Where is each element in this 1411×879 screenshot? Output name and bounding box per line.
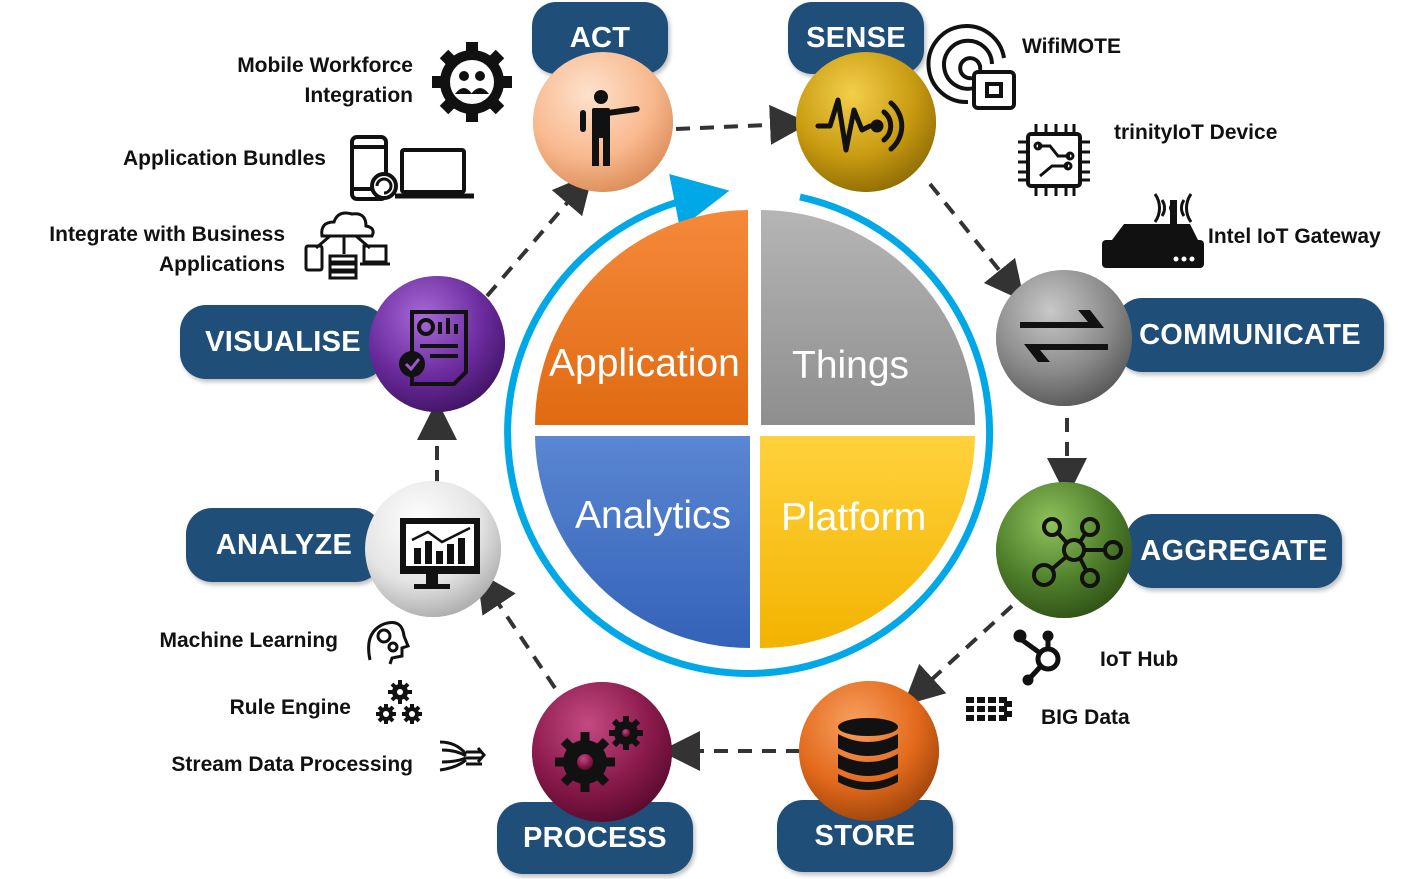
wifimote-icon [926,24,1016,110]
connector-aggregate-store [903,604,1014,706]
team-gear-icon [432,42,512,122]
rule-engine-gears-icon [376,680,422,724]
connector-sense-communicate [928,182,1025,302]
label-mobile-line1: Mobile Workforce [237,54,413,77]
label-stream-data-processing: Stream Data Processing [171,753,413,776]
router-icon [1102,193,1204,268]
stage-pill-analyze: ANALYZE [186,508,382,582]
label-integrate-business: Integrate with Business Applications [20,220,285,280]
quadrant-label-application: Application [549,342,740,385]
stage-pill-sense: SENSE [788,2,924,74]
big-data-grid-icon [966,697,1012,721]
label-big-data: BIG Data [1041,706,1130,729]
label-application-bundles: Application Bundles [122,147,326,170]
stage-pill-communicate: COMMUNICATE [1116,298,1384,372]
label-rule-engine: Rule Engine [229,696,351,719]
label-machine-learning: Machine Learning [159,629,338,652]
quadrant-application [535,210,748,425]
label-mobile-line2: Integration [304,84,414,107]
quadrant-platform [760,436,975,648]
cloud-integration-icon [304,211,390,280]
label-intel-iot-gateway: Intel IoT Gateway [1208,225,1381,248]
brain-gear-icon [367,621,410,665]
stage-pill-visualise: VISUALISE [180,305,386,379]
connector-act-sense [675,104,810,145]
label-trinityiot-device: trinityIoT Device [1114,121,1278,144]
quadrant-label-analytics: Analytics [575,494,732,537]
label-mobile-workforce: Mobile Workforce Integration [180,51,413,111]
center-ring [504,174,994,677]
stage-pill-aggregate: AGGREGATE [1126,514,1342,588]
stage-pill-act: ACT [532,2,668,74]
quadrant-analytics [535,436,750,648]
devices-icon [350,135,474,201]
connector-process-analyze [476,571,557,690]
chip-icon [1018,124,1090,196]
quadrant-label-platform: Platform [781,496,927,539]
center-pie [504,174,994,677]
quadrant-things [761,210,975,425]
label-integrate-line2: Applications [158,253,285,276]
circle-communicate [996,270,1132,406]
label-wifimote: WifiMOTE [1022,35,1121,58]
stage-pill-process: PROCESS [497,802,693,874]
iot-hub-icon [1013,629,1061,686]
label-iot-hub: IoT Hub [1100,648,1179,671]
stage-pill-store: STORE [777,800,953,872]
label-integrate-line1: Integrate with Business [49,223,285,246]
stream-processing-icon [439,740,486,772]
quadrant-label-things: Things [792,344,910,387]
